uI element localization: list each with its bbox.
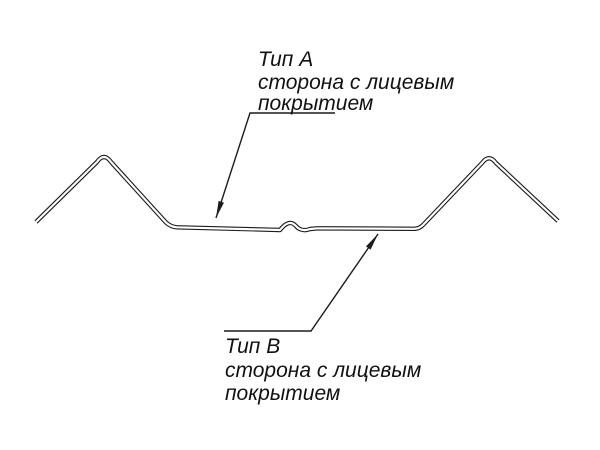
- leader-a-line: [215, 112, 335, 219]
- label-a-line1: сторона с лицевым: [258, 71, 454, 94]
- label-a-line2: покрытием: [258, 92, 373, 115]
- label-a-title: Тип А: [258, 48, 313, 71]
- leader-b-line: [224, 233, 379, 332]
- sheet-profile-outline: [34, 154, 560, 233]
- sheet-profile: [34, 154, 560, 233]
- callout-a: Тип А сторона с лицевым покрытием: [258, 48, 454, 115]
- label-b-line1: сторона с лицевым: [225, 359, 421, 382]
- leader-arrow-b-icon: [366, 234, 378, 250]
- label-b-line2: покрытием: [225, 382, 340, 405]
- leader-arrow-a-icon: [216, 200, 224, 218]
- leader-a: [215, 112, 335, 219]
- sheet-profile-core: [35, 155, 559, 232]
- callout-b: Тип В сторона с лицевым покрытием: [225, 335, 421, 405]
- label-b-title: Тип В: [225, 335, 280, 358]
- leader-b: [224, 233, 379, 332]
